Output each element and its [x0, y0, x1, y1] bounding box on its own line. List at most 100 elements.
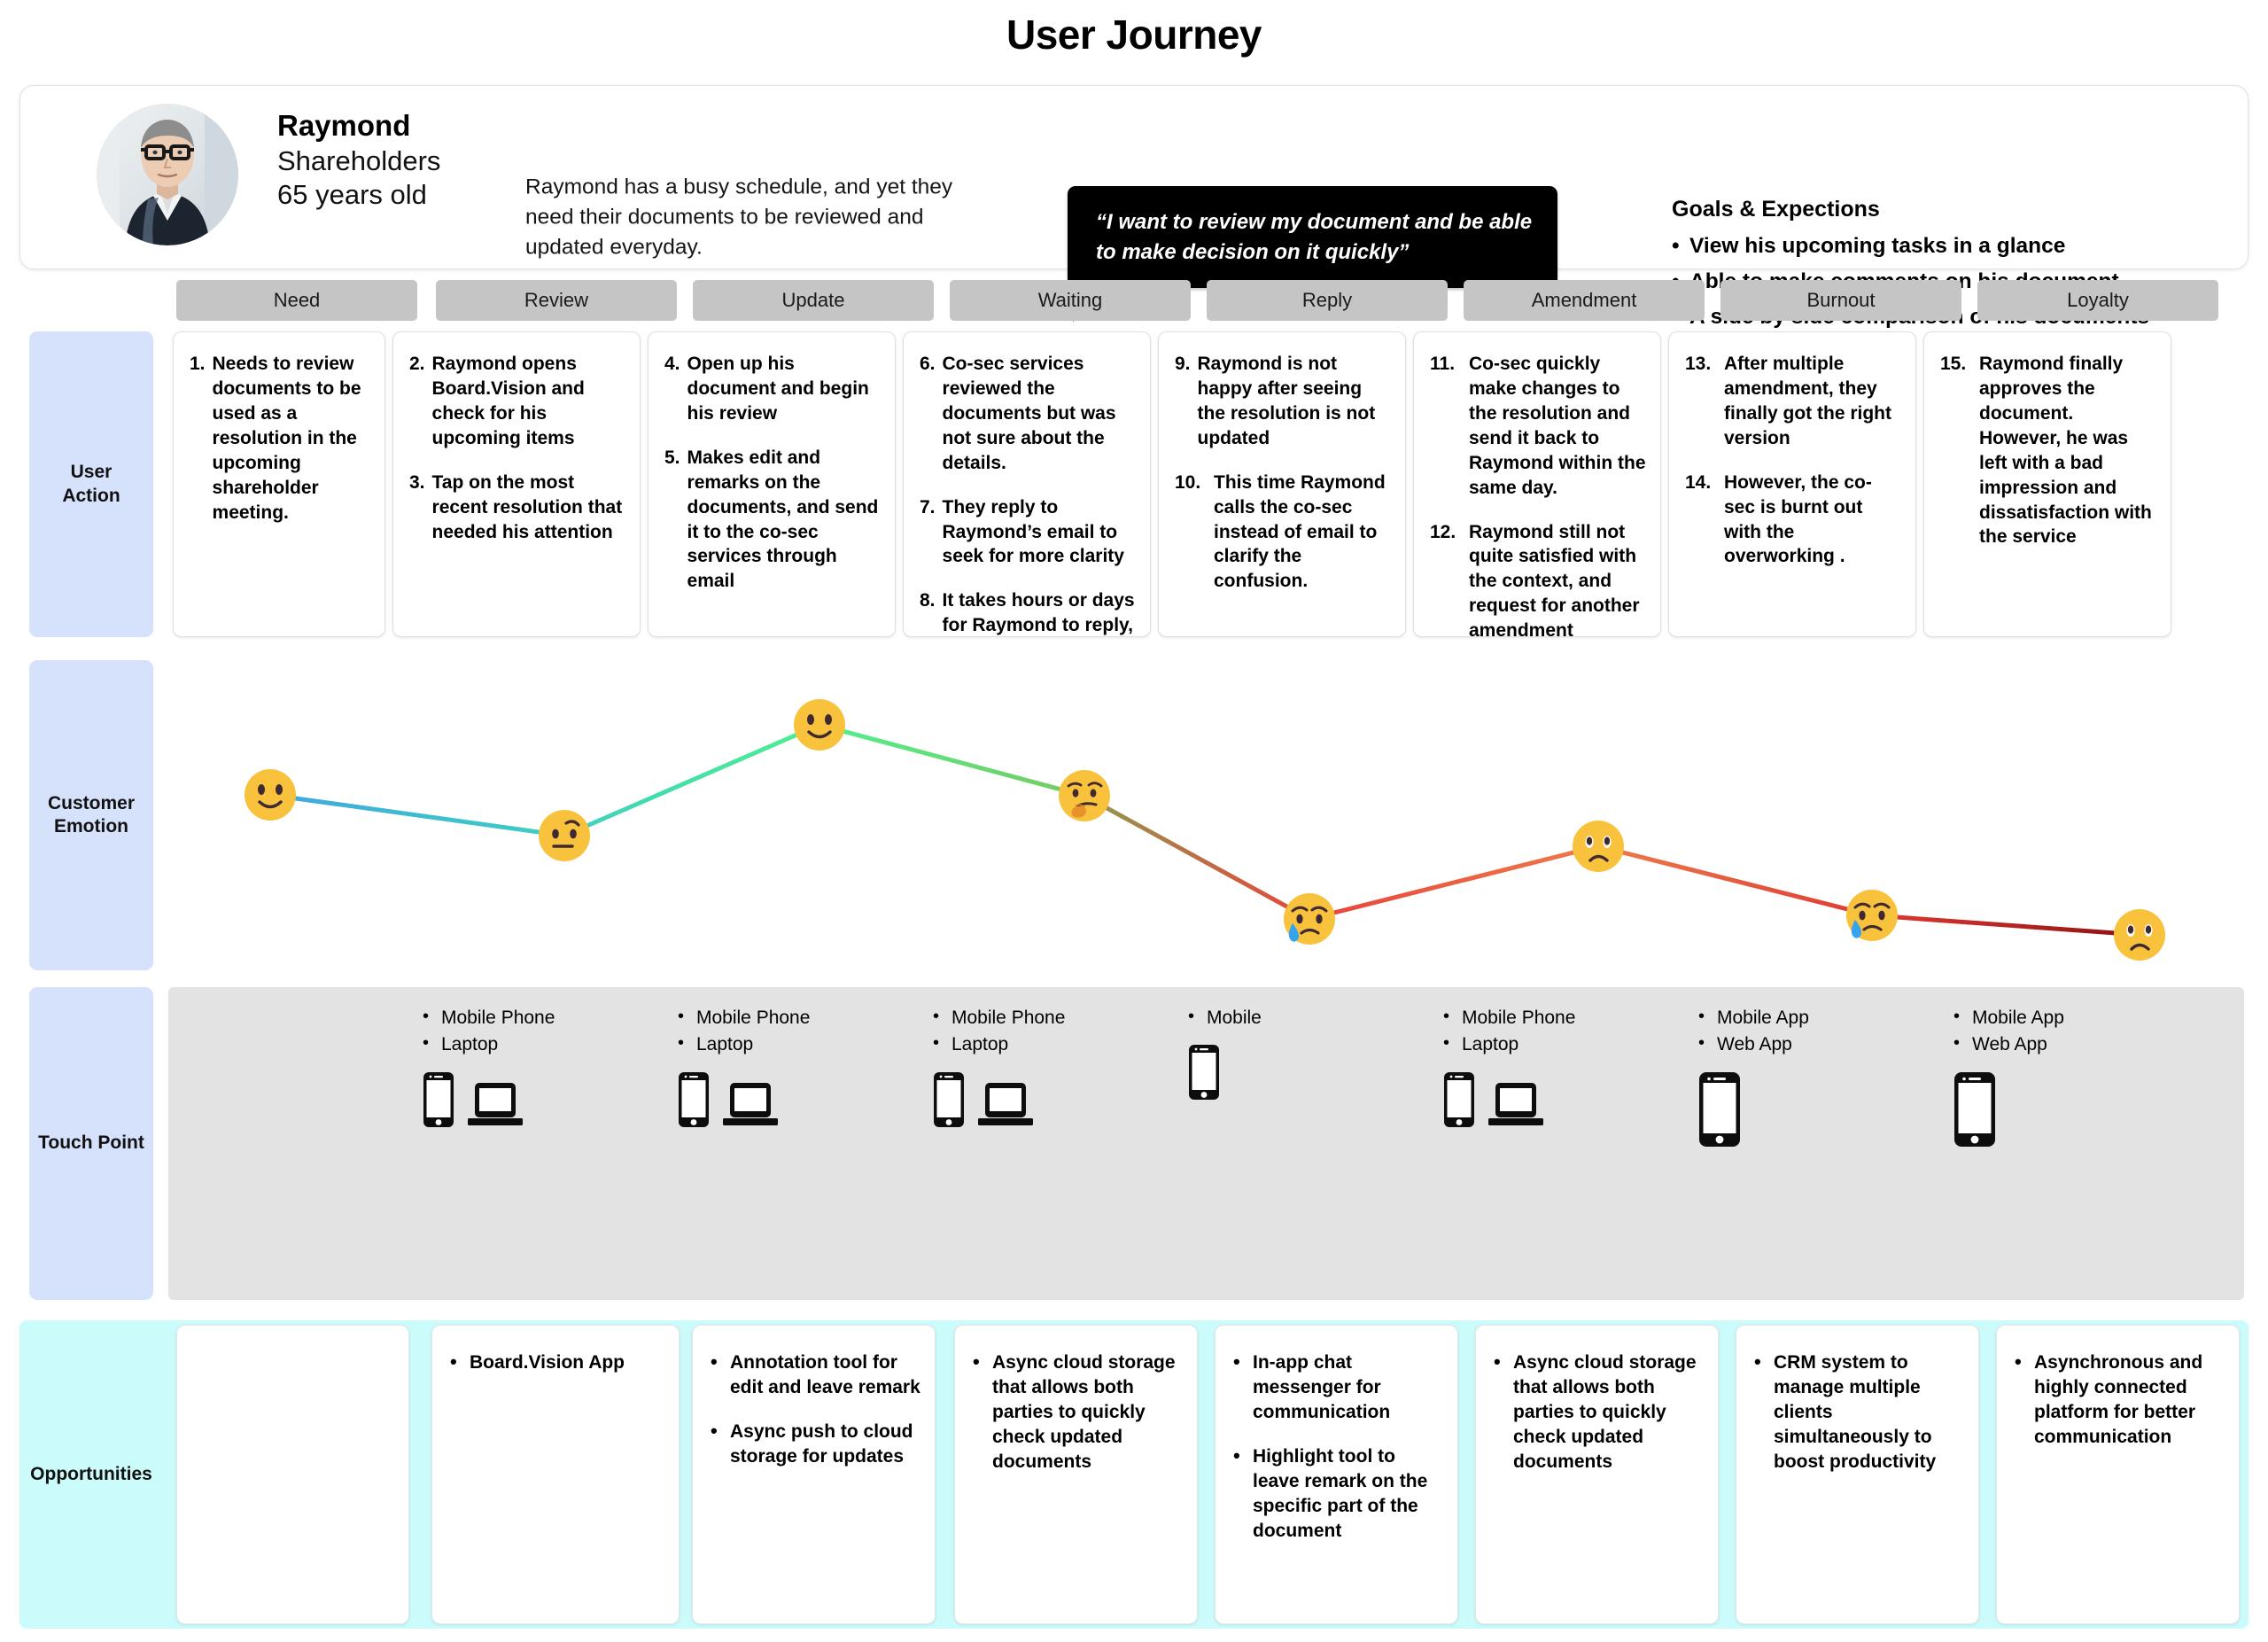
emotion-curve-chart	[268, 722, 2142, 938]
stage-header-label: Update	[781, 289, 845, 311]
touch-point-icons	[392, 1071, 641, 1128]
opportunity-item: CRM system to manage multiple clients si…	[1752, 1349, 1964, 1475]
user-action-card[interactable]: 11.Co-sec quickly make changes to the re…	[1413, 331, 1661, 637]
row-label-touch-point: Touch Point	[29, 987, 153, 1300]
emotion-line-segment	[1307, 844, 1601, 922]
touch-point-item: Laptop	[423, 1031, 641, 1058]
user-action-item: 10.This time Raymond calls the co-sec in…	[1175, 471, 1391, 595]
touch-point-column: Mobile AppWeb App	[1668, 987, 1916, 1300]
user-action-number: 10.	[1175, 471, 1201, 493]
page-title: User Journey	[1006, 12, 1262, 58]
user-action-card[interactable]: 1.Needs to review documents to be used a…	[173, 331, 385, 637]
stage-header-label: Reply	[1301, 289, 1353, 311]
opportunity-item: Async push to cloud storage for updates	[709, 1418, 920, 1469]
persona-identity: Raymond Shareholders 65 years old	[277, 108, 499, 213]
user-action-card[interactable]: 15.Raymond finally approves the document…	[1923, 331, 2171, 637]
stage-header-label: Amendment	[1531, 289, 1637, 311]
user-action-card[interactable]: 2. Raymond opens Board.Vision and check f…	[392, 331, 641, 637]
user-action-item: 8.It takes hours or days for Raymond to …	[920, 588, 1136, 636]
user-action-card[interactable]: 9.Raymond is not happy after seeing the …	[1158, 331, 1406, 637]
opportunity-card[interactable]: Async cloud storage that allows both par…	[1475, 1325, 1719, 1624]
laptop-icon	[467, 1082, 524, 1128]
user-action-text: It takes hours or days for Raymond to re…	[942, 590, 1135, 636]
touch-point-icons	[1668, 1071, 1916, 1148]
user-action-text: However, the co-sec is burnt out with th…	[1724, 471, 1872, 567]
opportunity-card[interactable]: CRM system to manage multiple clients si…	[1736, 1325, 1979, 1624]
opportunity-card[interactable]	[176, 1325, 409, 1624]
emotion-line-segment	[268, 792, 567, 838]
emotion-point-sad-but-relieved-face[interactable]	[1845, 888, 1899, 943]
touch-point-list: Mobile PhoneLaptop	[1413, 1004, 1661, 1059]
opportunity-card[interactable]: Async cloud storage that allows both par…	[954, 1325, 1198, 1624]
user-action-text: Raymond opens Board.Vision and check for…	[431, 354, 585, 448]
touch-point-column: Mobile AppWeb App	[1923, 987, 2171, 1300]
user-action-number: 14.	[1685, 471, 1712, 493]
touch-point-item: Mobile App	[1953, 1004, 2171, 1031]
user-action-number: 7.	[920, 496, 936, 518]
stage-header-label: Review	[524, 289, 589, 311]
touch-point-column: Mobile	[1158, 987, 1406, 1300]
stage-header-update[interactable]: Update	[693, 280, 934, 321]
user-action-item: 5.Makes edit and remarks on the document…	[664, 446, 881, 595]
touch-point-item: Mobile	[1188, 1004, 1406, 1031]
emotion-point-thinking-face[interactable]	[1057, 768, 1112, 823]
user-action-item: 11.Co-sec quickly make changes to the re…	[1430, 352, 1646, 501]
emotion-line-segment	[1596, 844, 1875, 918]
emotion-line-segment	[1082, 793, 1312, 922]
user-action-item: 12.Raymond still not quite satisfied wit…	[1430, 520, 1646, 636]
touch-point-list: Mobile	[1158, 1004, 1406, 1031]
emotion-point-frowning-face[interactable]	[2112, 907, 2167, 962]
emotion-point-slightly-smiling-face[interactable]	[243, 767, 298, 822]
touch-point-icons	[1413, 1071, 1661, 1128]
user-action-number: 2.	[409, 354, 425, 374]
touch-point-icons	[903, 1071, 1151, 1128]
goals-title: Goals & Expections	[1672, 197, 1880, 222]
emotion-point-slightly-smiling-face[interactable]	[792, 697, 847, 752]
emotion-line-segment	[562, 722, 822, 838]
stage-header-review[interactable]: Review	[436, 280, 677, 321]
touch-point-item: Web App	[1953, 1031, 2171, 1058]
touch-point-column	[173, 987, 385, 1300]
laptop-icon	[1487, 1082, 1544, 1128]
user-action-card[interactable]: 13.After multiple amendment, they finall…	[1668, 331, 1916, 637]
user-action-text: Tap on the most recent resolution that n…	[431, 471, 623, 542]
opportunity-card[interactable]: Board.Vision App	[431, 1325, 680, 1624]
user-action-text: Raymond is not happy after seeing the re…	[1197, 354, 1376, 448]
stage-header-amendment[interactable]: Amendment	[1464, 280, 1705, 321]
emotion-point-sad-but-relieved-face[interactable]	[1282, 891, 1337, 946]
touch-point-item: Mobile Phone	[1443, 1004, 1661, 1031]
persona-description: Raymond has a busy schedule, and yet the…	[525, 175, 953, 259]
opportunity-card[interactable]: In-app chat messenger for communicationH…	[1215, 1325, 1458, 1624]
opportunity-card[interactable]: Annotation tool for edit and leave remar…	[692, 1325, 936, 1624]
emotion-line-segment	[1869, 913, 2142, 938]
stage-header-loyalty[interactable]: Loyalty	[1977, 280, 2218, 321]
user-action-text: After multiple amendment, they finally g…	[1724, 354, 1891, 448]
emotion-point-face-with-raised-eyebrow[interactable]	[537, 808, 592, 863]
stage-header-burnout[interactable]: Burnout	[1720, 280, 1961, 321]
user-action-item: 14. However, the co-sec is burnt out with…	[1685, 471, 1901, 570]
user-action-item: 9.Raymond is not happy after seeing the …	[1175, 352, 1391, 451]
user-action-number: 12.	[1430, 521, 1456, 542]
touch-point-icons	[1923, 1071, 2171, 1148]
opportunity-card[interactable]: Asynchronous and highly connected platfo…	[1996, 1325, 2240, 1624]
touch-point-column: Mobile PhoneLaptop	[1413, 987, 1661, 1300]
touch-point-item: Mobile Phone	[933, 1004, 1151, 1031]
touch-point-item: Mobile App	[1698, 1004, 1916, 1031]
touch-point-column: Mobile PhoneLaptop	[648, 987, 896, 1300]
user-action-item: 1.Needs to review documents to be used a…	[190, 352, 370, 525]
user-action-text: Co-sec quickly make changes to the resol…	[1469, 354, 1646, 498]
emotion-point-frowning-face[interactable]	[1571, 819, 1626, 874]
stage-header-waiting[interactable]: Waiting	[950, 280, 1191, 321]
user-action-number: 15.	[1940, 354, 1967, 374]
goal-item: View his upcoming tasks in a glance	[1672, 229, 2239, 264]
user-action-card[interactable]: 6.Co-sec services reviewed the documents…	[903, 331, 1151, 637]
user-action-card[interactable]: 4.Open up his document and begin his rev…	[648, 331, 896, 637]
opportunity-item: Highlight tool to leave remark on the sp…	[1231, 1443, 1443, 1544]
stage-header-reply[interactable]: Reply	[1207, 280, 1448, 321]
stage-header-label: Burnout	[1806, 289, 1876, 311]
persona-age: 65 years old	[277, 179, 427, 211]
stage-header-need[interactable]: Need	[176, 280, 417, 321]
user-action-item: 13.After multiple amendment, they finall…	[1685, 352, 1901, 451]
opportunity-item: Annotation tool for edit and leave remar…	[709, 1349, 920, 1400]
